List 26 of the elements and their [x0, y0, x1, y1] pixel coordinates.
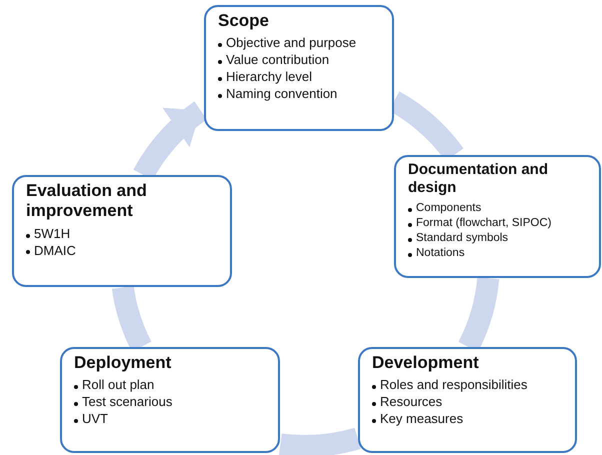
stage-title: Development [372, 353, 480, 374]
bullet-item: Test scenarious [74, 394, 266, 412]
bullet-item: DMAIC [26, 242, 218, 260]
bullet-item: Roles and responsibilities [372, 377, 563, 394]
bullet-item: Components [408, 201, 587, 216]
stage-title: Scope [218, 11, 270, 32]
bullet-item: Format (flowchart, SIPOC) [408, 216, 587, 231]
bullet-item: Roll out plan [74, 377, 266, 394]
stage-title: Evaluation and improvement [26, 181, 148, 222]
stage-title: Documentation and design [408, 161, 550, 197]
bullet-item: Hierarchy level [218, 69, 380, 86]
bullet-item: UVT [74, 411, 266, 428]
stage-title: Deployment [74, 353, 172, 374]
bullet-item: Notations [408, 246, 587, 261]
stage-card [204, 5, 394, 131]
bullet-item: Naming convention [218, 86, 380, 103]
bullet-item: Resources [372, 394, 563, 412]
bullet-item: 5W1H [26, 226, 218, 243]
stage-card [60, 347, 280, 453]
stage-card [394, 155, 601, 278]
stage-card [12, 175, 232, 287]
bullet-item: Value contribution [218, 52, 380, 70]
bullet-item: Standard symbols [408, 230, 587, 246]
stage-card [358, 347, 577, 453]
bullet-item: Key measures [372, 411, 563, 428]
bullet-item: Objective and purpose [218, 35, 380, 52]
